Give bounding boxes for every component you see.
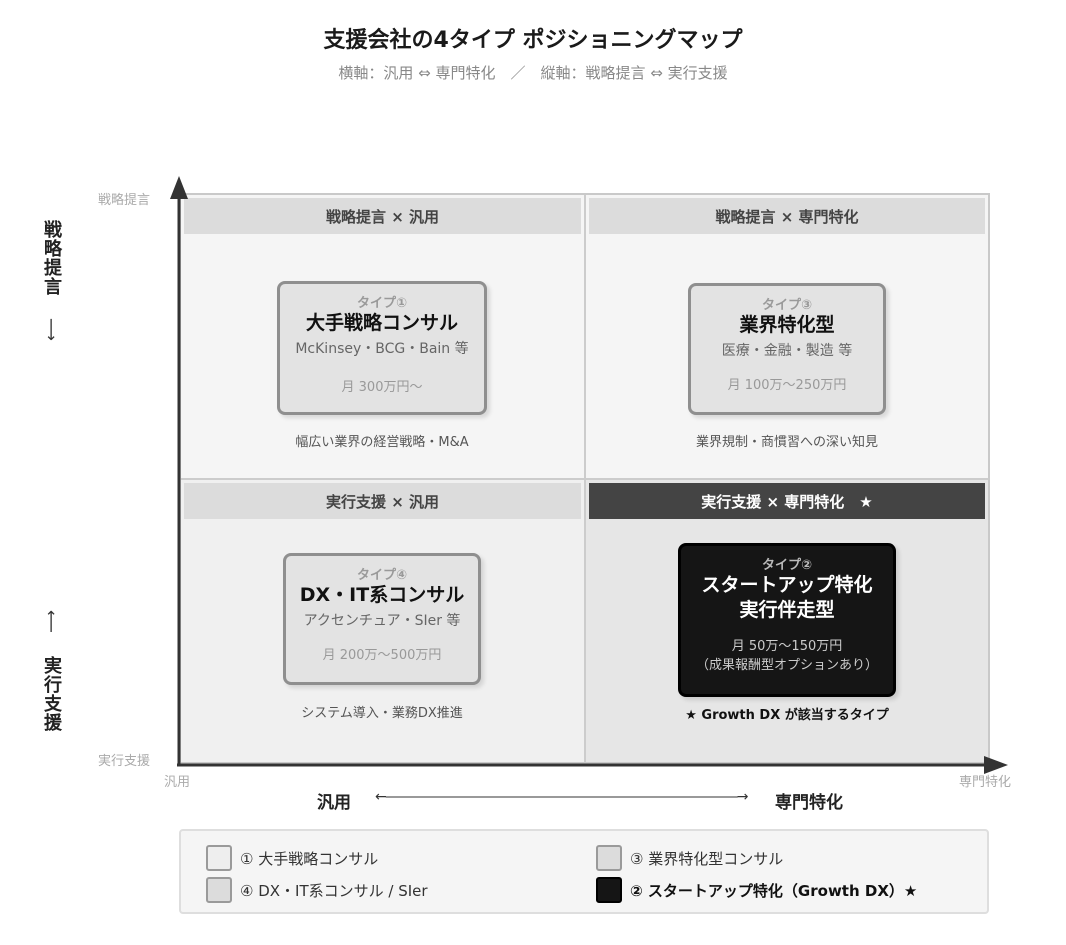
legend-item-type1: ① 大手戦略コンサル	[206, 845, 378, 871]
type-name-line2: 実行伴走型	[739, 599, 835, 621]
quadrant-caption: 業界規制・商慣習への深い知見	[695, 435, 878, 450]
type-price: 月 300万円〜	[341, 380, 423, 395]
positioning-map: 戦略提言 × 汎用 タイプ① 大手戦略コンサル McKinsey・BCG・Bai…	[179, 193, 990, 764]
y-axis-arrow-up: ⟶	[42, 318, 61, 341]
type-examples: McKinsey・BCG・Bain 等	[295, 341, 469, 357]
type-examples: 医療・金融・製造 等	[721, 343, 853, 359]
page-title: 支援会社の4タイプ ポジショニングマップ	[323, 28, 743, 53]
quadrant-execution-specialized: 実行支援 × 専門特化 ★ タイプ② スタートアップ特化 実行伴走型 月 50万…	[586, 480, 988, 762]
type-label: タイプ④	[356, 568, 407, 583]
quadrant-strategy-general: 戦略提言 × 汎用 タイプ① 大手戦略コンサル McKinsey・BCG・Bai…	[181, 195, 584, 478]
type-examples: アクセンチュア・SIer 等	[303, 613, 461, 629]
legend-item-type4: ④ DX・IT系コンサル / SIer	[206, 877, 428, 903]
legend-swatch	[596, 877, 622, 903]
type-price: 月 50万〜150万円	[731, 639, 843, 654]
legend-swatch	[206, 877, 232, 903]
type-name: 大手戦略コンサル	[305, 312, 458, 334]
type-card-2: タイプ② スタートアップ特化 実行伴走型 月 50万〜150万円 （成果報酬型オ…	[678, 543, 896, 697]
quadrant-strategy-specialized: 戦略提言 × 専門特化 タイプ③ 業界特化型 医療・金融・製造 等 月 100万…	[586, 195, 988, 478]
horizontal-divider	[181, 478, 988, 480]
legend-label: ② スタートアップ特化（Growth DX）★	[630, 881, 918, 900]
type-label: タイプ①	[356, 296, 407, 311]
x-axis-arrowhead	[984, 756, 1008, 774]
quadrant-execution-general: 実行支援 × 汎用 タイプ④ DX・IT系コンサル アクセンチュア・SIer 等…	[181, 480, 584, 762]
legend-label: ③ 業界特化型コンサル	[630, 849, 784, 868]
type-price: 月 200万〜500万円	[322, 648, 442, 663]
y-axis-bottom-label: 実行支援	[41, 656, 62, 732]
quadrant-header: 実行支援 × 汎用	[184, 483, 581, 519]
legend-swatch	[596, 845, 622, 871]
legend-label: ① 大手戦略コンサル	[240, 849, 379, 868]
y-axis-bottom-tick: 実行支援	[98, 754, 151, 769]
axes-svg	[170, 176, 1008, 774]
quadrant-header: 戦略提言 × 専門特化	[589, 198, 985, 234]
y-axis-arrowhead	[170, 176, 188, 199]
quadrant-caption: 幅広い業界の経営戦略・M&A	[295, 435, 469, 450]
y-axis-top-tick: 戦略提言	[98, 193, 151, 208]
x-axis-arrow: ←―――――――――――――――――――――――――――→	[375, 789, 748, 805]
x-axis-left-label: 汎用	[317, 793, 351, 813]
page-subtitle: 横軸：汎用 ⇔ 専門特化 ／ 縦軸：戦略提言 ⇔ 実行支援	[338, 64, 728, 82]
type-label: タイプ②	[761, 558, 812, 573]
y-axis-top-label: 戦略提言	[41, 220, 62, 296]
legend-item-type2: ② スタートアップ特化（Growth DX）★	[596, 877, 917, 903]
quadrant-header-highlight: 実行支援 × 専門特化 ★	[589, 483, 985, 519]
type-price: 月 100万〜250万円	[727, 378, 847, 393]
type-name: DX・IT系コンサル	[299, 584, 465, 606]
x-axis-right-tick: 専門特化	[959, 775, 1012, 790]
quadrant-header: 戦略提言 × 汎用	[184, 198, 581, 234]
legend-label: ④ DX・IT系コンサル / SIer	[240, 881, 428, 900]
type-name: 業界特化型	[739, 314, 835, 336]
type-card-4: タイプ④ DX・IT系コンサル アクセンチュア・SIer 等 月 200万〜50…	[283, 553, 481, 685]
legend-item-type3: ③ 業界特化型コンサル	[596, 845, 783, 871]
type-name-line1: スタートアップ特化	[701, 574, 873, 596]
type-card-3: タイプ③ 業界特化型 医療・金融・製造 等 月 100万〜250万円	[688, 283, 886, 415]
quadrant-caption: システム導入・業務DX推進	[301, 706, 463, 721]
y-axis-arrow-down: ⟵	[42, 610, 61, 633]
type-card-1: タイプ① 大手戦略コンサル McKinsey・BCG・Bain 等 月 300万…	[277, 281, 487, 415]
legend-swatch	[206, 845, 232, 871]
x-axis-left-tick: 汎用	[164, 775, 191, 790]
x-axis-right-label: 専門特化	[775, 793, 843, 813]
highlight-caption: ★ Growth DX が該当するタイプ	[685, 708, 889, 723]
legend: ① 大手戦略コンサル ③ 業界特化型コンサル ④ DX・IT系コンサル / SI…	[179, 829, 989, 914]
type-label: タイプ③	[761, 298, 812, 313]
type-price-note: （成果報酬型オプションあり）	[695, 658, 878, 673]
